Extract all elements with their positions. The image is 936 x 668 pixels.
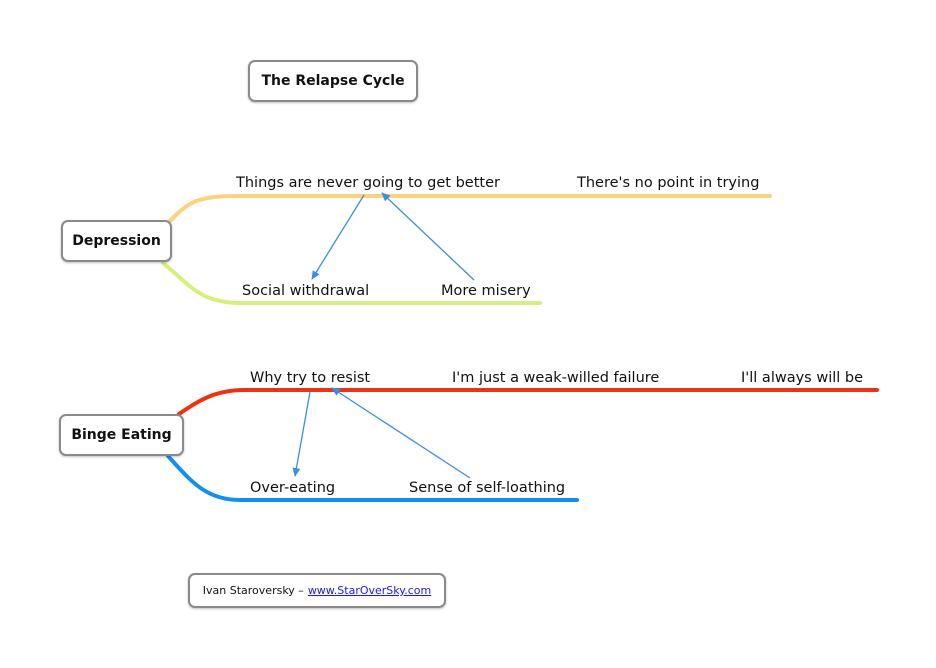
binge-top-branch: [177, 388, 879, 416]
arrow-to-over-eating: [292, 391, 311, 477]
label-no-point-trying: There's no point in trying: [577, 175, 760, 191]
footer-credit: Ivan Staroversky – www.StarOverSky.com: [188, 573, 446, 608]
binge-eating-node: Binge Eating: [59, 414, 184, 456]
footer-link[interactable]: www.StarOverSky.com: [307, 584, 432, 597]
arrow-to-social-withdrawal: [311, 194, 365, 280]
label-over-eating: Over-eating: [250, 480, 336, 496]
depression-bottom-branch: [161, 261, 542, 305]
label-things-never-better: Things are never going to get better: [236, 175, 500, 191]
footer-author: Ivan Staroversky –: [202, 584, 304, 597]
binge-bottom-branch: [166, 454, 579, 502]
label-why-try-to-resist: Why try to resist: [250, 370, 371, 386]
depression-top-branch: [168, 194, 772, 223]
label-always-will-be: I'll always will be: [741, 370, 864, 386]
depression-node: Depression: [61, 220, 172, 262]
arrow-to-things-never-better: [381, 192, 475, 281]
label-more-misery: More misery: [441, 283, 531, 299]
label-self-loathing: Sense of self-loathing: [409, 480, 566, 496]
arrow-to-why-try-to-resist: [331, 387, 471, 479]
label-social-withdrawal: Social withdrawal: [242, 283, 370, 299]
label-weak-willed-failure: I'm just a weak-willed failure: [452, 370, 660, 386]
page-title: The Relapse Cycle: [248, 60, 418, 102]
